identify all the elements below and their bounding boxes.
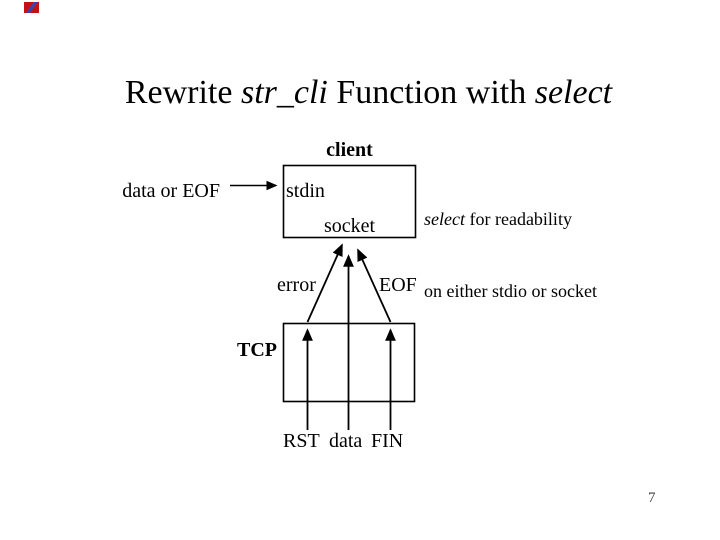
stdin-label: stdin <box>286 180 325 202</box>
client-box <box>282 164 417 239</box>
error-label: error <box>277 274 316 296</box>
fin-label: FIN <box>371 430 404 452</box>
select-readability-note: select for readability on either stdio o… <box>424 159 597 327</box>
slide-marker-icon <box>24 2 39 13</box>
title-str-cli-italic: str_cli <box>240 74 328 111</box>
title-select-italic: select <box>534 74 613 111</box>
page-title: Rewrite str_cli Function with select <box>0 36 720 112</box>
title-text: Rewrite <box>124 74 241 111</box>
data-label: data <box>329 430 363 452</box>
arrow-eof-diagonal <box>357 248 392 323</box>
note-line-2: on either stdio or socket <box>424 281 597 301</box>
data-or-eof-label: data or EOF <box>122 180 220 202</box>
note-select-italic: select <box>424 209 465 229</box>
note-line-1: select for readability <box>424 207 597 231</box>
eof-label: EOF <box>379 274 417 296</box>
page-number: 7 <box>648 490 656 506</box>
client-label: client <box>326 139 373 161</box>
note-line-1-rest: for readability <box>464 209 572 229</box>
rst-label: RST <box>283 430 320 452</box>
socket-label: socket <box>323 215 376 237</box>
title-text-middle: Function with <box>327 74 535 111</box>
tcp-label: TCP <box>237 339 277 361</box>
arrow-error-diagonal <box>306 243 343 323</box>
